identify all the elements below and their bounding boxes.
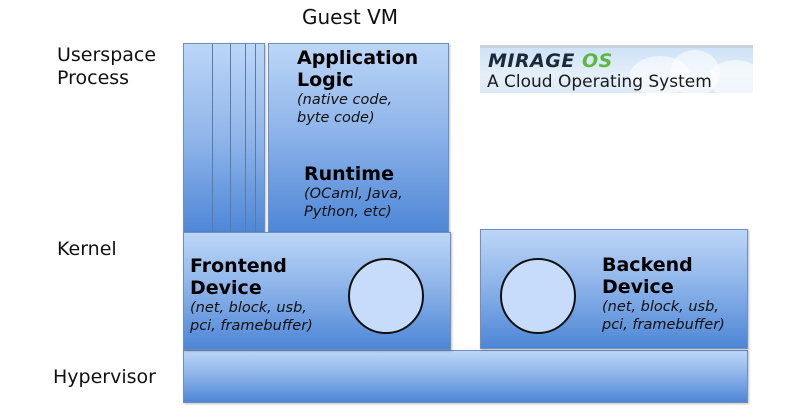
hypervisor-label: Hypervisor xyxy=(53,366,156,388)
hypervisor-layer xyxy=(183,350,748,403)
backend-detail-line-1: (net, block, usb, xyxy=(602,299,719,315)
frontend-detail-line-2: pci, framebuffer) xyxy=(190,318,313,334)
cloud-decoration xyxy=(708,60,753,93)
frontend-device-text: Frontend Device (net, block, usb, pci, f… xyxy=(190,255,313,335)
backend-device-text: Backend Device (net, block, usb, pci, fr… xyxy=(602,254,725,334)
userspace-label-line-1: Userspace xyxy=(57,44,157,66)
runtime-detail-line-1: (OCaml, Java, xyxy=(304,186,403,202)
frontend-title-line-1: Frontend xyxy=(190,255,287,277)
logo-tagline: A Cloud Operating System xyxy=(487,72,712,92)
application-logic: Application Logic (native code, byte cod… xyxy=(297,47,418,127)
application-detail-line-1: (native code, xyxy=(297,92,393,108)
backend-device-box: Backend Device (net, block, usb, pci, fr… xyxy=(480,229,748,349)
logo-brand-suffix: OS xyxy=(582,50,613,72)
userspace-process-label: Userspace Process xyxy=(57,44,156,90)
application-detail-line-2: byte code) xyxy=(297,110,375,126)
backend-title-line-1: Backend xyxy=(602,254,693,276)
application-title-line-2: Logic xyxy=(297,69,354,91)
kernel-label: Kernel xyxy=(57,238,117,260)
userspace-process-stack xyxy=(183,43,265,235)
logo-brand-name: MIRAGE xyxy=(488,50,575,72)
runtime-detail-line-2: Python, etc) xyxy=(304,204,392,220)
backend-detail-line-2: pci, framebuffer) xyxy=(602,317,725,333)
process-divider xyxy=(230,44,231,234)
process-divider xyxy=(245,44,246,234)
process-divider xyxy=(212,44,213,234)
backend-title-line-2: Device xyxy=(602,276,674,298)
application-title-line-1: Application xyxy=(297,47,419,69)
runtime: Runtime (OCaml, Java, Python, etc) xyxy=(304,163,403,221)
userspace-label-line-2: Process xyxy=(57,67,130,89)
process-divider xyxy=(255,44,256,234)
mirage-os-logo: MIRAGE OS A Cloud Operating System xyxy=(480,45,753,93)
frontend-detail-line-1: (net, block, usb, xyxy=(190,300,307,316)
frontend-device-box: Frontend Device (net, block, usb, pci, f… xyxy=(183,232,451,350)
guest-vm-heading: Guest VM xyxy=(302,5,399,29)
runtime-title: Runtime xyxy=(304,163,394,185)
logo-brand: MIRAGE OS xyxy=(488,50,613,72)
application-runtime-box: Application Logic (native code, byte cod… xyxy=(268,43,449,234)
backend-ring-circle xyxy=(500,258,576,334)
frontend-title-line-2: Device xyxy=(190,277,262,299)
frontend-ring-circle xyxy=(348,258,424,334)
